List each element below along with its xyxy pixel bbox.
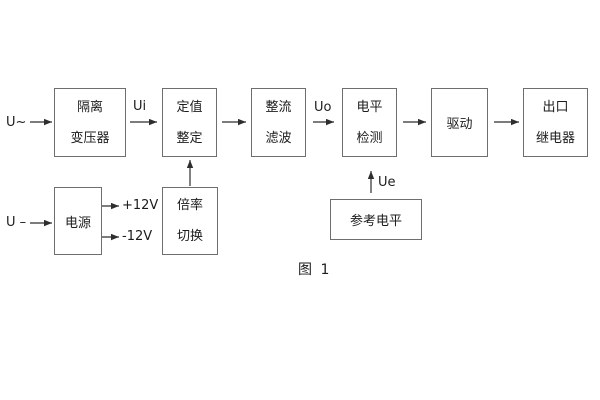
label-dc-input: U – (6, 215, 27, 230)
label-plus12v: +12V (122, 198, 159, 213)
block-setting-adjust: 定值 整定 (162, 88, 217, 157)
block-power-supply-label: 电源 (64, 215, 91, 231)
block-rectifier-filter: 整流 滤波 (251, 88, 306, 157)
block-power-supply: 电源 (54, 187, 102, 255)
block-driver-label: 驱动 (446, 117, 473, 132)
label-minus12v: -12V (122, 229, 153, 244)
block-driver: 驱动 (431, 88, 488, 157)
block-ratio-switch-label: 倍率 切换 (176, 198, 203, 244)
label-ui: Ui (133, 99, 147, 114)
label-ac-input: U~ (6, 115, 27, 130)
figure-caption: 图 1 (298, 262, 332, 278)
block-level-detect-label: 电平 检测 (356, 99, 383, 146)
block-output-relay: 出口 继电器 (523, 88, 588, 157)
label-ue: Ue (378, 175, 396, 190)
block-reference-level: 参考电平 (330, 199, 422, 240)
block-setting-adjust-label: 定值 整定 (176, 99, 203, 146)
block-reference-level-label: 参考电平 (349, 214, 402, 229)
block-isolation-transformer: 隔离 变压器 (54, 88, 126, 157)
block-ratio-switch: 倍率 切换 (162, 187, 218, 255)
block-output-relay-label: 出口 继电器 (535, 99, 575, 146)
label-uo: Uo (314, 100, 332, 115)
block-isolation-transformer-label: 隔离 变压器 (70, 99, 110, 146)
block-level-detect: 电平 检测 (342, 88, 397, 157)
block-rectifier-filter-label: 整流 滤波 (265, 99, 292, 146)
